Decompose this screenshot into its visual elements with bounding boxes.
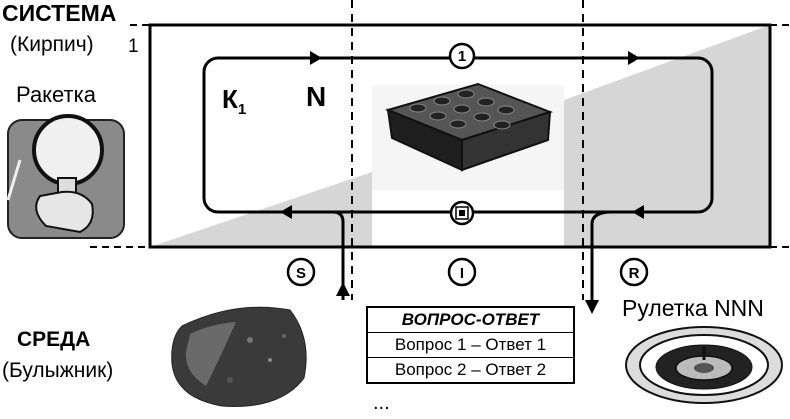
- loop-arrow-top-2: [628, 51, 640, 65]
- r-channel-arrowhead: [585, 300, 599, 314]
- roulette-label: Рулетка NNN: [622, 295, 764, 321]
- channel-i-text: I: [460, 265, 464, 282]
- level-label: 1: [128, 36, 139, 57]
- racket-label: Ракетка: [16, 82, 96, 107]
- r-channel-path: [590, 210, 613, 300]
- channel-s-circle: [286, 257, 316, 287]
- racket-hand-icon: [6, 114, 125, 239]
- loop-arrow-top-1: [310, 51, 322, 65]
- k-label-sub: 1: [237, 101, 247, 119]
- lower-shaded-triangle: [150, 172, 372, 247]
- qa-table-row: Вопрос 2 – Ответ 2: [368, 357, 573, 382]
- system-subtitle: (Кирпич): [10, 33, 94, 56]
- s-channel-path: [332, 210, 345, 300]
- system-boundary: [148, 23, 772, 249]
- system-title: СИСТЕМА: [2, 0, 117, 26]
- qa-table: ВОПРОС-ОТВЕТ Вопрос 1 – Ответ 1 Вопрос 2…: [366, 306, 575, 384]
- target-square-icon: [449, 200, 475, 226]
- channel-s-text: S: [296, 265, 306, 282]
- channel-r-text: R: [629, 265, 640, 282]
- roulette-wheel-icon: [625, 326, 783, 404]
- k-label: К1: [222, 86, 246, 117]
- lego-brick-icon: [372, 82, 564, 190]
- qa-table-header: ВОПРОС-ОТВЕТ: [401, 310, 540, 329]
- top-marker-circle: [448, 42, 476, 70]
- upper-shaded-triangle: [564, 25, 770, 247]
- environment-title: СРЕДА: [17, 328, 91, 351]
- channel-i-circle: [447, 257, 477, 287]
- environment-subtitle: (Булыжник): [2, 359, 114, 382]
- loop-arrow-bottom-1: [280, 205, 292, 219]
- channel-r-circle: [619, 257, 649, 287]
- n-label: N: [306, 81, 327, 112]
- cobblestone-icon: [171, 306, 307, 407]
- k-label-main: К: [222, 84, 238, 114]
- qa-table-row: Вопрос 1 – Ответ 1: [368, 332, 573, 357]
- s-channel-arrowhead: [336, 282, 350, 296]
- qa-table-ellipsis: ...: [373, 392, 390, 414]
- loop-arrow-bottom-2: [632, 205, 644, 219]
- top-marker-text: 1: [458, 48, 466, 65]
